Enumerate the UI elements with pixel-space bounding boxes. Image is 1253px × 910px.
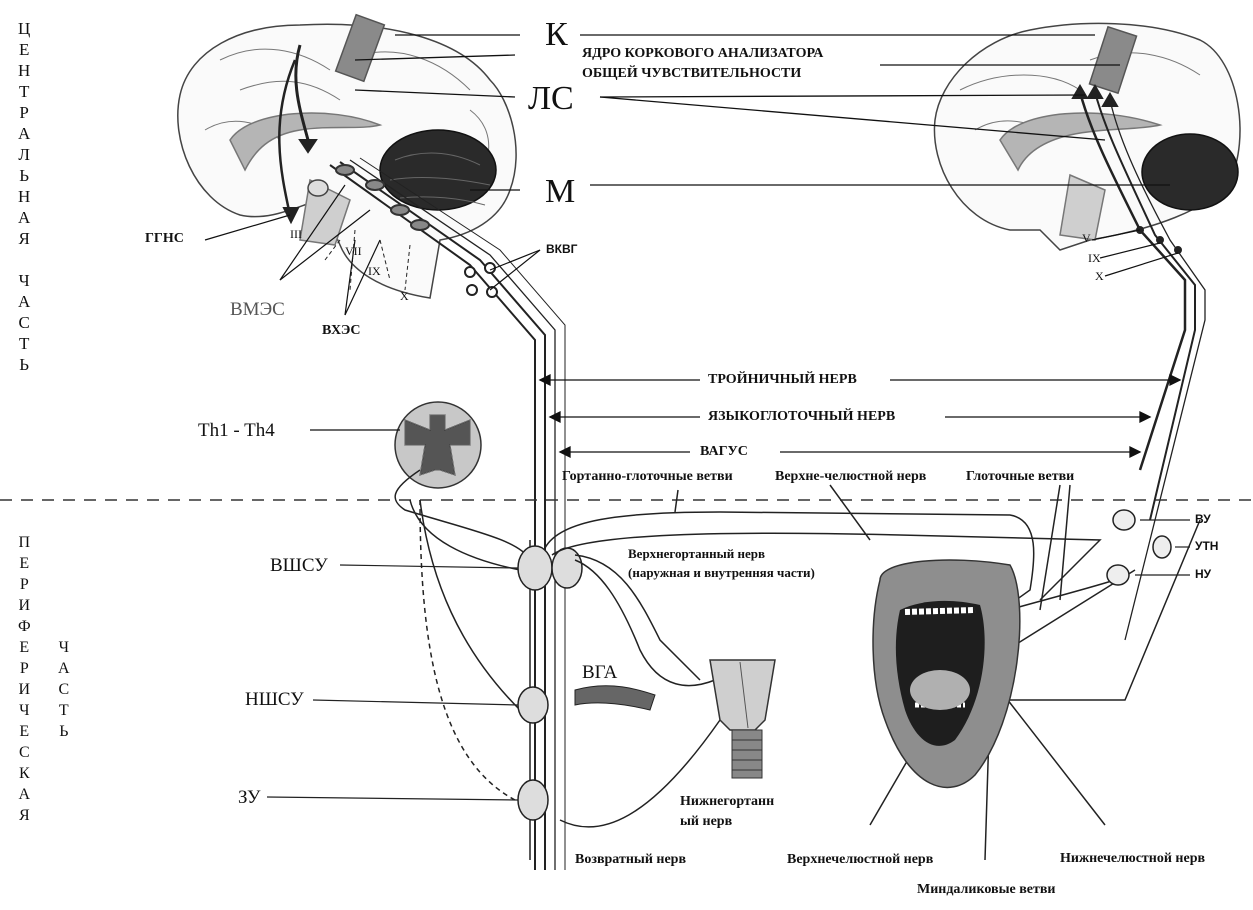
central-letter: А	[18, 209, 30, 230]
peripheral-letter: Е	[19, 556, 29, 577]
label-utn: УТН	[1195, 540, 1218, 552]
label-upper-laryngeal-nerve-2: (наружная и внутренняя части)	[628, 566, 815, 579]
peripheral-letter: Е	[19, 724, 29, 745]
label-cerebellum: М	[545, 175, 575, 209]
central-letter: С	[18, 314, 29, 335]
label-nucleus-line1: ЯДРО КОРКОВОГО АНАЛИЗАТОРА	[582, 47, 823, 61]
central-part-vertical-label: Ц Е Н Т Р А Л Ь Н А Я Ч А С Т Ь	[18, 20, 30, 377]
label-lower-laryngeal-nerve-2: ый нерв	[680, 815, 732, 829]
peripheral-letter: Р	[20, 661, 29, 682]
upper-cervical-ganglion	[518, 546, 552, 590]
stellate-ganglion	[518, 780, 548, 820]
label-right-v: V	[1082, 232, 1091, 244]
label-right-ix: IX	[1088, 252, 1101, 264]
peripheral-letter: П	[19, 535, 31, 556]
label-zu: ЗУ	[238, 788, 261, 807]
label-cn-x: X	[400, 290, 409, 302]
central-letter: Ч	[19, 272, 30, 293]
label-laryngo-pharyngeal-branches: Гортанно-глоточные ветви	[562, 470, 733, 484]
peripheral-letter: Ч	[19, 703, 29, 724]
middle-cervical-ganglion	[518, 687, 548, 723]
label-nu: НУ	[1195, 568, 1211, 580]
label-upper-maxillary-nerve-bottom: Верхнечелюстной нерв	[787, 853, 933, 867]
peripheral-letter: С	[19, 745, 30, 766]
peripheral-letter: С	[58, 682, 69, 703]
label-nucleus-line2: ОБЩЕЙ ЧУВСТВИТЕЛЬНОСТИ	[582, 67, 801, 81]
label-glossopharyngeal-nerve: ЯЗЫКОГЛОТОЧНЫЙ НЕРВ	[708, 410, 895, 424]
central-letter: Н	[18, 188, 30, 209]
peripheral-branches	[545, 485, 1200, 860]
peripheral-letter: А	[19, 787, 31, 808]
label-lower-jaw-nerve: Нижнечелюстной нерв	[1060, 852, 1205, 866]
peripheral-part-word2-label: Ч А С Т Ь	[58, 640, 70, 745]
label-tonsil-branches: Миндаликовые ветви	[917, 883, 1056, 897]
label-trigeminal-nerve: ТРОЙНИЧНЫЙ НЕРВ	[708, 373, 857, 387]
peripheral-letter: И	[19, 682, 31, 703]
peripheral-letter: Ф	[18, 619, 31, 640]
label-vshsu: ВШСУ	[270, 556, 328, 575]
central-letter: А	[18, 125, 30, 146]
label-upper-maxillary-nerve-top: Верхне-челюстной нерв	[775, 470, 926, 484]
peripheral-letter: Е	[19, 640, 29, 661]
central-letter: Ц	[18, 20, 30, 41]
label-lower-laryngeal-nerve-1: Нижнегортанн	[680, 795, 774, 809]
label-vga: ВГА	[582, 663, 617, 682]
peripheral-part-vertical-label: П Е Р И Ф Е Р И Ч Е С К А Я	[18, 535, 31, 829]
right-cerebellum	[1142, 134, 1238, 210]
peripheral-letter: Т	[59, 703, 69, 724]
peripheral-letter: Я	[19, 808, 30, 829]
label-ggns: ГГНС	[145, 232, 184, 246]
central-letter: Т	[19, 83, 29, 104]
label-cn-vii: VII	[345, 245, 362, 257]
peripheral-letter: Р	[20, 577, 29, 598]
central-letter: Я	[18, 230, 29, 251]
left-cerebellum	[380, 130, 496, 210]
label-vhes: ВХЭС	[322, 324, 361, 338]
label-pharyngeal-branches: Глоточные ветви	[966, 470, 1074, 484]
peripheral-letter: И	[19, 598, 31, 619]
label-vu: ВУ	[1195, 513, 1211, 525]
label-right-x: X	[1095, 270, 1104, 282]
central-letter: Ь	[19, 167, 29, 188]
peripheral-letter: А	[58, 661, 70, 682]
peripheral-letter: К	[19, 766, 30, 787]
central-letter: А	[18, 293, 30, 314]
central-letter: Н	[18, 62, 30, 83]
label-cortex: К	[545, 18, 568, 52]
label-cn-ix: IX	[368, 265, 381, 277]
right-brain-section	[934, 23, 1240, 250]
label-vkvg: ВКВГ	[546, 243, 577, 255]
central-letter: Ь	[19, 356, 29, 377]
label-thoracic: Th1 - Th4	[198, 421, 275, 440]
label-limbic-system: ЛС	[528, 82, 574, 116]
peripheral-letter: Ь	[59, 724, 68, 745]
central-letter: Е	[19, 41, 29, 62]
peripheral-letter: Ч	[59, 640, 69, 661]
central-letter: Л	[18, 146, 30, 167]
label-recurrent-nerve: Возвратный нерв	[575, 853, 686, 867]
left-thalamus	[308, 180, 328, 196]
spinal-cord-cross-section	[310, 402, 481, 488]
label-nshsu: НШСУ	[245, 690, 304, 709]
central-letter: Т	[19, 335, 29, 356]
central-letter: Р	[19, 104, 28, 125]
label-upper-laryngeal-nerve-1: Верхнегортанный нерв	[628, 547, 765, 560]
label-vmes: ВМЭС	[230, 300, 285, 319]
label-cn-iii: III	[290, 228, 302, 240]
label-vagus-nerve: ВАГУС	[700, 445, 748, 459]
open-mouth-illustration	[873, 560, 1020, 787]
